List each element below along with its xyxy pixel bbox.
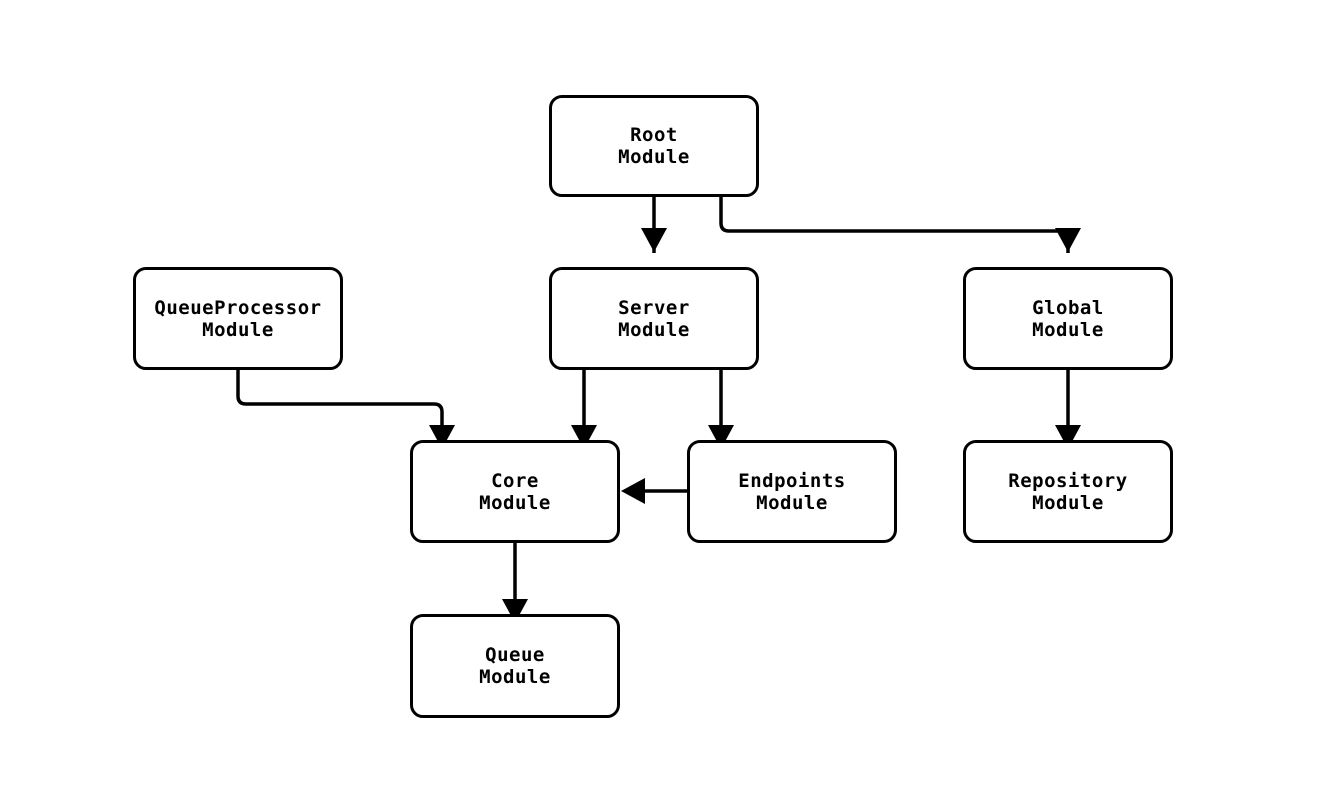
node-queue[interactable]: Queue Module	[410, 614, 620, 718]
node-queueprocessor-label: QueueProcessor Module	[154, 296, 322, 341]
node-queue-label: Queue Module	[479, 644, 551, 688]
node-queueprocessor[interactable]: QueueProcessor Module	[133, 267, 343, 370]
node-repository[interactable]: Repository Module	[963, 440, 1173, 543]
edge-endpoints-to-core	[621, 478, 687, 504]
edge-root-to-global	[719, 197, 1081, 253]
node-repository-label: Repository Module	[1008, 469, 1128, 514]
node-server-label: Server Module	[618, 296, 690, 341]
node-server[interactable]: Server Module	[549, 267, 759, 370]
node-endpoints[interactable]: Endpoints Module	[687, 440, 897, 543]
edge-server-to-core	[571, 370, 597, 449]
edge-queueprocessor-to-core	[236, 370, 455, 449]
node-core-label: Core Module	[479, 469, 551, 514]
node-root[interactable]: Root Module	[549, 95, 759, 197]
node-endpoints-label: Endpoints Module	[738, 469, 846, 514]
edge-global-to-repository	[1055, 370, 1081, 449]
edge-server-to-endpoints	[708, 370, 734, 449]
node-root-label: Root Module	[618, 124, 690, 168]
node-global[interactable]: Global Module	[963, 267, 1173, 370]
node-global-label: Global Module	[1032, 296, 1104, 341]
node-core[interactable]: Core Module	[410, 440, 620, 543]
edge-core-to-queue	[502, 543, 528, 623]
edge-root-to-server	[641, 197, 667, 253]
